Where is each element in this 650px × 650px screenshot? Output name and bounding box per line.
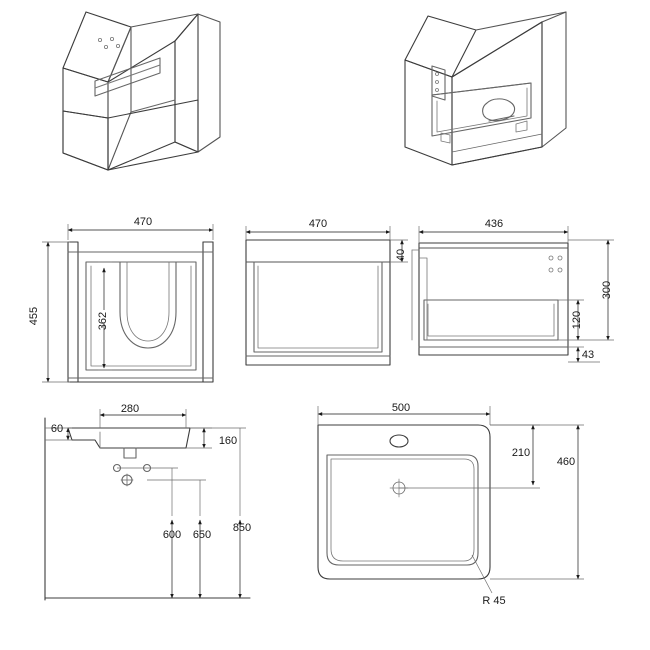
dim-basin-side-lip: 60 [51, 423, 63, 435]
dim-basin-side-width: 280 [121, 403, 139, 415]
dim-basin-height-600: 600 [163, 529, 181, 541]
dim-basin-side-depth: 160 [219, 435, 237, 447]
basin-plan-view [317, 424, 491, 580]
dim-cabinet-front-height: 455 [28, 307, 40, 325]
dim-basin-height-650: 650 [193, 529, 211, 541]
dim-cabinet-front-width: 470 [134, 216, 152, 228]
dim-cabinet-section-width: 436 [485, 218, 503, 230]
dim-cabinet-section-mid: 120 [571, 311, 583, 329]
dim-basin-height-850: 850 [233, 522, 251, 534]
iso-drawer-view [404, 11, 567, 166]
cabinet-side-elevation [245, 239, 391, 366]
dim-cabinet-section-height: 300 [601, 281, 613, 299]
dim-basin-plan-width: 500 [392, 402, 410, 414]
dim-basin-plan-depth: 460 [557, 456, 575, 468]
dim-cabinet-section-base: 43 [582, 349, 594, 361]
dim-cabinet-side-top: 40 [395, 249, 407, 261]
dim-cabinet-front-inner: 362 [97, 312, 109, 330]
dim-basin-plan-radius: R 45 [482, 595, 505, 607]
cabinet-front-elevation [67, 241, 214, 383]
dimension-labels: 470 455 362 470 40 436 300 120 43 280 60… [28, 214, 613, 607]
cabinet-section-view [411, 242, 569, 356]
dim-basin-plan-inner: 210 [512, 447, 530, 459]
dim-cabinet-side-width: 470 [309, 218, 327, 230]
iso-cabinet-view [62, 11, 221, 171]
